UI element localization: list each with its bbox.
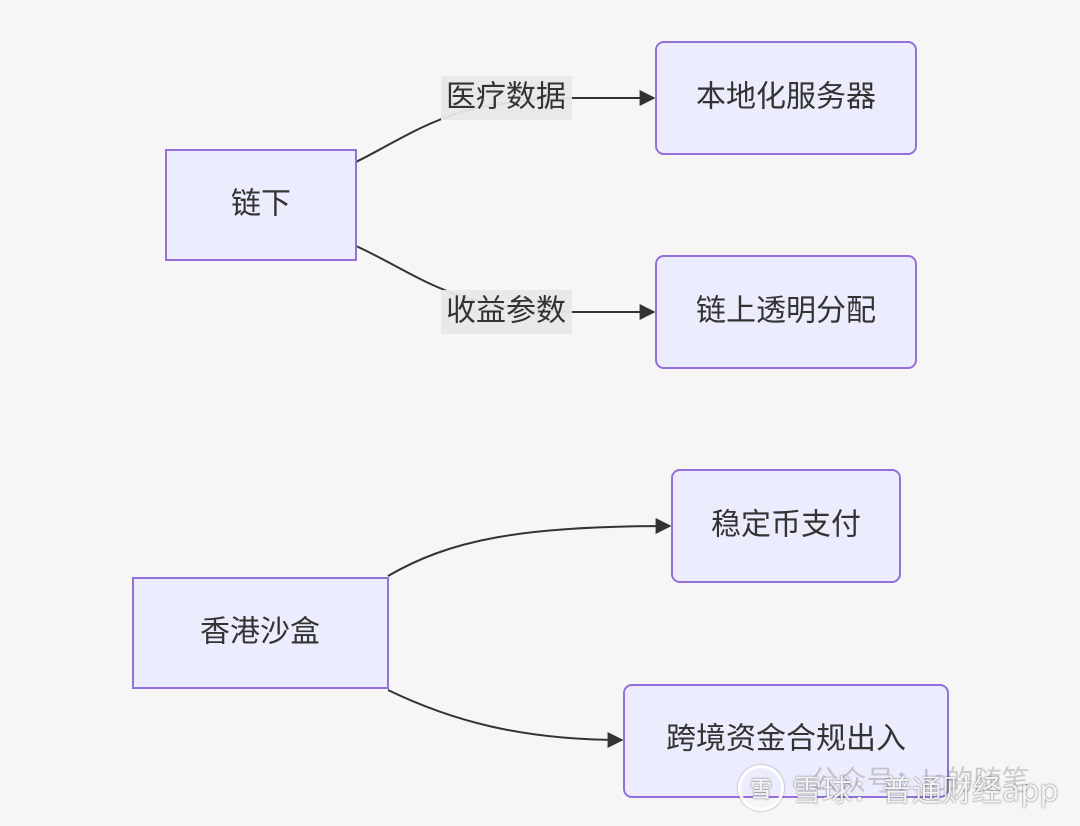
edge-label-revenue-params: 收益参数: [441, 290, 572, 334]
node-stablecoin-payment: 稳定币支付: [671, 469, 901, 583]
node-local-server: 本地化服务器: [655, 41, 917, 155]
edge-sandbox-to-stablecoin: [387, 518, 672, 577]
edge-sandbox-to-crossborder: [387, 689, 624, 748]
edge-label-medical-data-text: 医疗数据: [446, 80, 566, 115]
node-stablecoin-payment-label: 稳定币支付: [711, 508, 861, 543]
overlay-watermark-text: 公众号：lc的随笔: [810, 764, 1029, 797]
node-offchain: 链下: [165, 149, 357, 261]
node-local-server-label: 本地化服务器: [696, 80, 876, 115]
node-crossborder-compliance-label: 跨境资金合规出入: [666, 722, 906, 757]
node-onchain-distribution-label: 链上透明分配: [696, 294, 876, 329]
node-onchain-distribution: 链上透明分配: [655, 255, 917, 369]
node-hk-sandbox-label: 香港沙盒: [200, 615, 320, 650]
edge-label-medical-data: 医疗数据: [441, 76, 572, 120]
node-hk-sandbox: 香港沙盒: [132, 577, 389, 689]
node-crossborder-compliance: 跨境资金合规出入: [623, 684, 949, 798]
node-offchain-label: 链下: [231, 187, 291, 222]
edge-label-revenue-params-text: 收益参数: [446, 294, 566, 329]
